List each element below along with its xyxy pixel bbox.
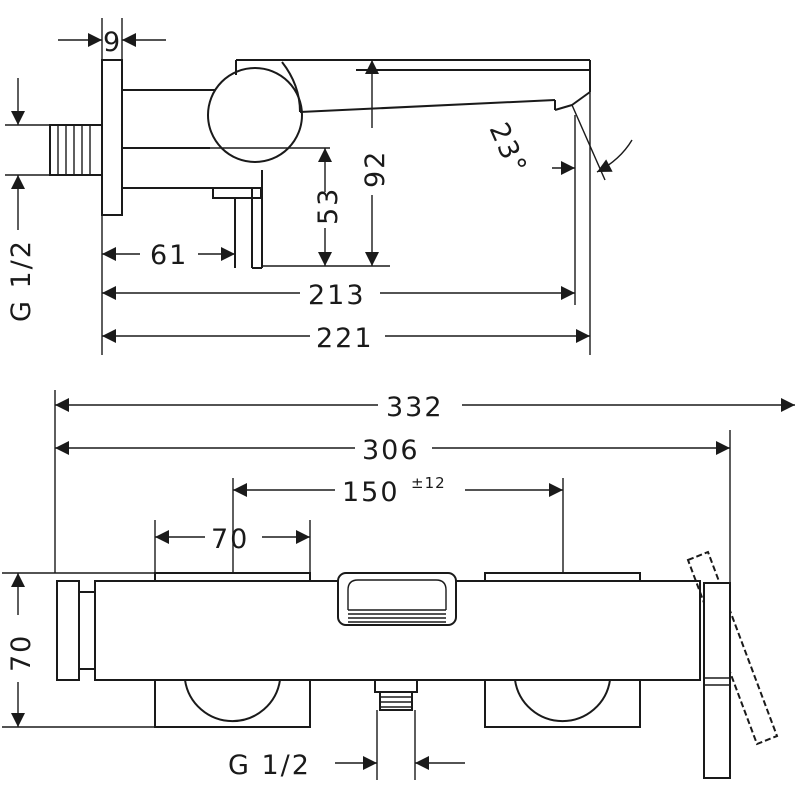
dim-92-label: 92 — [360, 150, 391, 188]
dimension-92: 92 — [360, 60, 391, 266]
dim-61-label: 61 — [150, 240, 188, 271]
dim-332-label: 332 — [386, 392, 444, 423]
thread-side-label: G 1/2 — [6, 239, 37, 322]
side-view: 9 G 1/2 61 53 92 — [5, 18, 633, 355]
dim-53-label: 53 — [313, 187, 344, 225]
dimension-9: 9 — [58, 18, 166, 60]
lever — [703, 582, 731, 779]
dimension-angle: 23° — [483, 92, 633, 355]
wall-connector-left — [154, 679, 311, 728]
cap-left — [154, 572, 311, 582]
thread-connector — [49, 124, 103, 176]
lever-alternate — [686, 550, 779, 746]
dim-150-tolerance: ±12 — [411, 474, 446, 492]
top-view: 332 306 150 ±12 70 — [2, 390, 795, 781]
dim-306-label: 306 — [362, 435, 420, 466]
dimension-150: 150 ±12 — [232, 474, 564, 573]
dimension-61: 61 — [101, 215, 236, 355]
dimension-70-height: 70 — [2, 572, 155, 728]
dimension-thread-top: G 1/2 — [228, 710, 465, 781]
wall-connector-right — [484, 679, 641, 728]
dimension-332: 332 — [54, 390, 795, 573]
mixer-body — [122, 67, 330, 189]
spout — [235, 59, 591, 113]
dimension-306: 306 — [55, 430, 731, 583]
dimension-221: 221 — [102, 323, 590, 354]
dim-150-label: 150 — [342, 477, 400, 508]
dimension-213: 213 — [102, 280, 575, 311]
end-cap — [56, 580, 80, 681]
dimension-thread-side: G 1/2 — [5, 78, 50, 322]
dim-221-label: 221 — [316, 323, 374, 354]
dimension-70-width: 70 — [154, 520, 311, 573]
handle-knob — [207, 67, 303, 163]
diverter — [212, 170, 390, 269]
angle-label: 23° — [483, 118, 533, 180]
thread-top-label: G 1/2 — [228, 750, 311, 781]
dim-9-label: 9 — [103, 27, 122, 58]
dim-70-width-label: 70 — [211, 524, 249, 555]
dim-213-label: 213 — [308, 280, 366, 311]
dim-70-height-label: 70 — [6, 634, 37, 672]
outlet-nipple — [374, 679, 418, 711]
dimension-53: 53 — [313, 148, 344, 266]
diverter-button — [337, 572, 457, 626]
cap-right — [484, 572, 641, 582]
wall-plate — [101, 59, 123, 216]
